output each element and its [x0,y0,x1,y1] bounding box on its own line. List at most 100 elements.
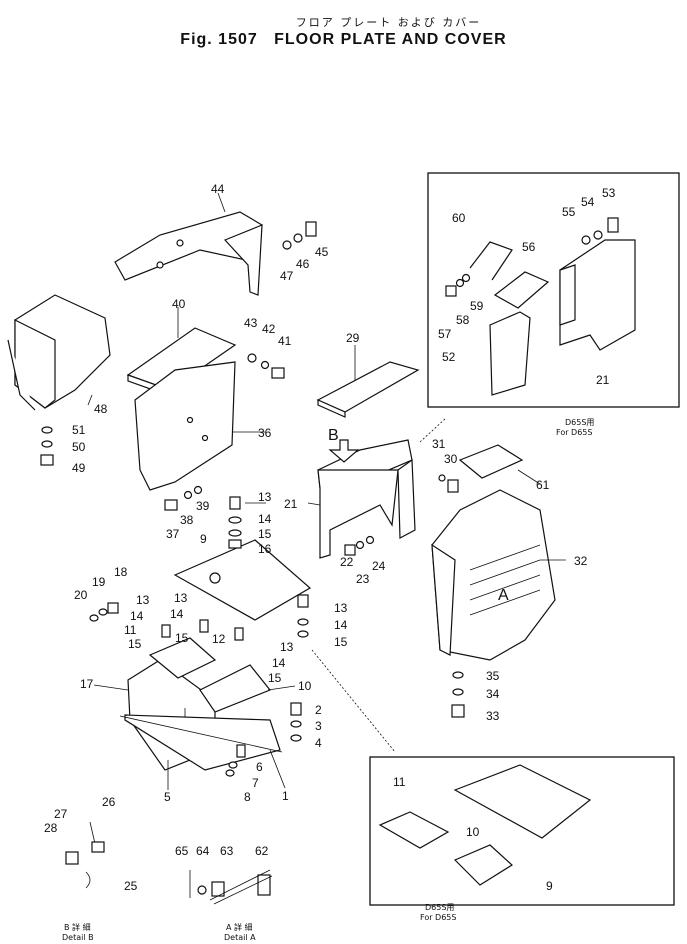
part-49-51-fasteners [40,426,54,466]
detail-captions: B 詳 細 Detail B A 詳 細 Detail A [62,922,256,942]
callout-i53: 53 [602,186,616,200]
callout-i60: 60 [452,211,466,225]
callout-1: 1 [282,789,289,803]
callout-14-e: 14 [334,618,348,632]
callout-47: 47 [280,269,294,283]
callout-21: 21 [284,497,298,511]
callout-16: 16 [258,542,272,556]
callout-27: 27 [54,807,68,821]
callout-13-e: 13 [334,601,348,615]
part-48-cover [7,294,111,411]
callout-A: A [498,587,509,604]
part-2-4-fasteners [290,702,302,742]
callout-39: 39 [196,499,210,513]
callout-i55: 55 [562,205,576,219]
callout-30: 30 [444,452,458,466]
callout-10: 10 [298,679,312,693]
arrow-B [328,439,360,463]
callout-i56: 56 [522,240,536,254]
callout-45: 45 [315,245,329,259]
callout-48: 48 [94,402,108,416]
callout-44: 44 [211,182,225,196]
fig-name: FLOOR PLATE AND COVER [274,31,507,48]
part-10-plate [199,664,271,713]
callout-13-b: 13 [136,593,150,607]
callout-7: 7 [252,776,259,790]
fig-number: Fig. 1507 [180,31,258,48]
part-18-20-fasteners [89,602,119,622]
figure-title: フロア プレート および カバー Fig. 1507 FLOOR PLATE A… [0,14,687,49]
inset-bottom-caption-en: For D65S [420,913,456,922]
callout-13-d: 13 [280,640,294,654]
part-33-35-fasteners [451,671,465,718]
callout-14-c: 14 [170,607,184,621]
part-44-bracket [114,211,263,296]
callout-19: 19 [92,575,106,589]
part-13-16-stack [228,496,242,549]
callout-i57: 57 [438,327,452,341]
callout-28: 28 [44,821,58,835]
callout-j9: 9 [546,879,553,893]
callout-15-b: 15 [175,631,189,645]
part-22-24-bolts [344,535,375,556]
part-32-console [431,489,556,661]
callout-8: 8 [244,790,251,804]
detail-a-caption-jp: A 詳 細 [226,922,253,932]
callout-B: B [328,427,339,444]
detail-b-caption-en: Detail B [62,933,94,942]
callout-64: 64 [196,844,210,858]
callout-24: 24 [372,559,386,573]
callout-15-c: 15 [268,671,282,685]
callout-46: 46 [296,257,310,271]
part-45-47-bolts [282,221,317,250]
callout-37: 37 [166,527,180,541]
callout-14-b: 14 [130,609,144,623]
link-arrows [311,417,447,753]
callout-i21: 21 [596,373,610,387]
callout-51: 51 [72,423,86,437]
callout-63: 63 [220,844,234,858]
leader-lines [87,192,566,790]
callout-33: 33 [486,709,500,723]
callout-35: 35 [486,669,500,683]
callout-9: 9 [200,532,207,546]
callout-50: 50 [72,440,86,454]
detail-a-parts [189,869,273,905]
callout-i59: 59 [470,299,484,313]
callout-29: 29 [346,331,360,345]
callout-49: 49 [72,461,86,475]
inset-top-frame [427,172,680,408]
callout-61: 61 [536,478,550,492]
title-japanese: フロア プレート および カバー [295,16,482,29]
callout-3: 3 [315,719,322,733]
callout-17: 17 [80,677,94,691]
callout-14-a: 14 [258,512,272,526]
callout-32: 32 [574,554,588,568]
part-21-box [317,439,416,559]
part-29-strip [316,361,420,418]
callout-i58: 58 [456,313,470,327]
callout-43: 43 [244,316,258,330]
callout-18: 18 [114,565,128,579]
callout-65: 65 [175,844,189,858]
callout-i52: 52 [442,350,456,364]
inset-top-caption-jp: D65S用 [565,418,594,427]
callout-25: 25 [124,879,138,893]
inset-bottom-labels: 11 10 9 D65S用 For D65S [393,775,553,922]
callout-4: 4 [315,736,322,750]
part-37-39-bolts [164,485,203,511]
callout-41: 41 [278,334,292,348]
part-36-panel [134,361,236,491]
detail-b-caption-jp: B 詳 細 [64,922,91,932]
callout-36: 36 [258,426,272,440]
callout-i54: 54 [581,195,595,209]
callout-26: 26 [102,795,116,809]
callout-38: 38 [180,513,194,527]
callout-62: 62 [255,844,269,858]
callout-j10: 10 [466,825,480,839]
callout-13-a: 13 [258,490,272,504]
bolts-13-15-cluster [161,594,309,641]
part-6-8-fasteners [225,744,246,777]
detail-b-parts [65,821,105,889]
